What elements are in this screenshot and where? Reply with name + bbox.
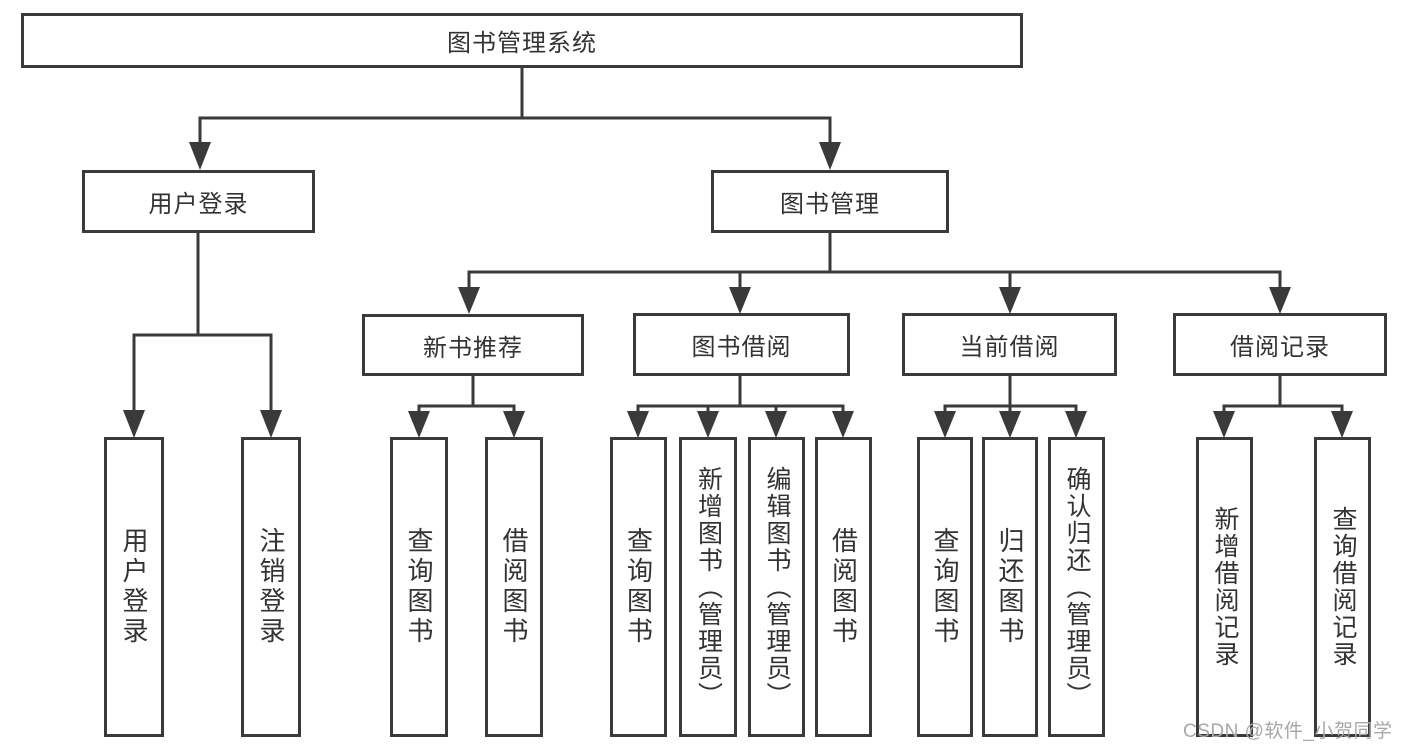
leaf-borrow-books: 借阅图书 <box>815 437 872 737</box>
leaf-recommend-query-books: 查询图书 <box>390 437 448 737</box>
leaf-borrow-books-label: 借阅图书 <box>828 527 859 647</box>
node-user-login-label: 用户登录 <box>148 191 249 218</box>
leaf-add-books-admin-label: 新增图书（管理员） <box>694 465 723 709</box>
leaf-current-query-books-label: 查询图书 <box>930 527 960 647</box>
node-new-book-recommend: 新书推荐 <box>362 314 584 376</box>
leaf-logout-label: 注销登录 <box>256 527 286 647</box>
leaf-query-borrow-record-label: 查询借阅记录 <box>1329 506 1357 668</box>
leaf-edit-books-admin: 编辑图书（管理员） <box>748 437 805 737</box>
node-system-root: 图书管理系统 <box>21 13 1023 68</box>
leaf-borrow-query-books-label: 查询图书 <box>623 527 654 647</box>
leaf-return-books-label: 归还图书 <box>995 527 1025 647</box>
leaf-recommend-borrow-books: 借阅图书 <box>485 437 543 737</box>
leaf-edit-books-admin-label: 编辑图书（管理员） <box>763 465 791 709</box>
node-book-borrow-label: 图书借阅 <box>691 334 792 361</box>
node-book-management: 图书管理 <box>711 170 949 233</box>
leaf-return-books: 归还图书 <box>982 437 1038 737</box>
node-current-borrow: 当前借阅 <box>902 313 1117 376</box>
leaf-logout: 注销登录 <box>241 437 301 737</box>
node-new-book-recommend-label: 新书推荐 <box>423 334 523 362</box>
arrowheads <box>123 142 1353 438</box>
leaf-add-books-admin: 新增图书（管理员） <box>679 437 737 737</box>
node-system-root-label: 图书管理系统 <box>447 30 597 57</box>
node-current-borrow-label: 当前借阅 <box>959 334 1060 361</box>
leaf-confirm-return-admin-label: 确认归还（管理员） <box>1063 465 1091 709</box>
leaf-user-login: 用户登录 <box>104 437 164 737</box>
csdn-watermark: CSDN @软件_小贺同学 <box>1183 721 1393 742</box>
leaf-add-borrow-record: 新增借阅记录 <box>1196 437 1253 737</box>
node-borrow-records: 借阅记录 <box>1173 313 1387 376</box>
node-book-management-label: 图书管理 <box>780 191 880 218</box>
node-user-login: 用户登录 <box>82 170 315 233</box>
node-book-borrow: 图书借阅 <box>633 313 850 376</box>
leaf-confirm-return-admin: 确认归还（管理员） <box>1048 437 1105 737</box>
leaf-borrow-query-books: 查询图书 <box>610 437 667 737</box>
leaf-current-query-books: 查询图书 <box>917 437 973 737</box>
leaf-add-borrow-record-label: 新增借阅记录 <box>1211 506 1239 668</box>
leaf-recommend-borrow-books-label: 借阅图书 <box>499 527 529 647</box>
node-borrow-records-label: 借阅记录 <box>1230 334 1330 361</box>
leaf-recommend-query-books-label: 查询图书 <box>404 527 434 647</box>
leaf-user-login-label: 用户登录 <box>119 527 149 647</box>
leaf-query-borrow-record: 查询借阅记录 <box>1314 437 1371 737</box>
